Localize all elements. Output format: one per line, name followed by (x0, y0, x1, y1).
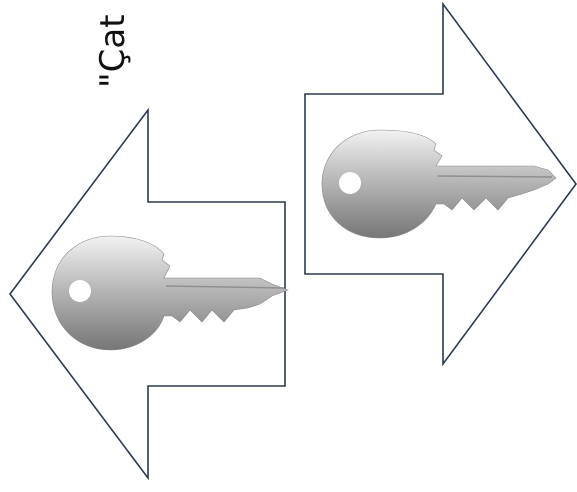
key-icon (51, 235, 289, 351)
partial-rotated-label: "Çat (93, 14, 133, 88)
key-icon (321, 129, 557, 239)
